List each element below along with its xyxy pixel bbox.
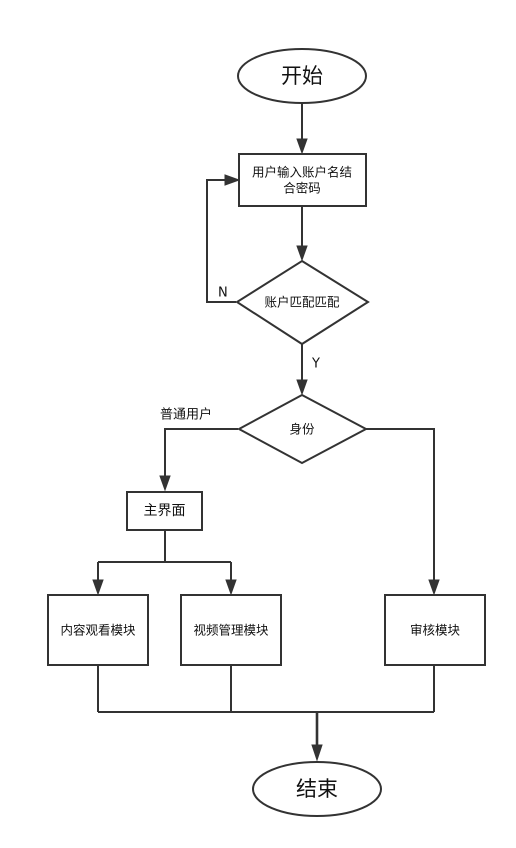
match-decision: 账户匹配匹配 <box>235 259 370 346</box>
input-label-line2: 合密码 <box>283 181 321 196</box>
video-module-label: 视频管理模块 <box>193 623 269 638</box>
content-module-label: 内容观看模块 <box>60 623 136 638</box>
start-node: 开始 <box>237 48 367 104</box>
input-node: 用户输入账户名结 合密码 <box>238 153 367 207</box>
match-label: 账户匹配匹配 <box>264 295 340 310</box>
connectors <box>92 103 440 762</box>
arrowhead-identity <box>296 379 308 396</box>
main-ui-label: 主界面 <box>144 503 186 519</box>
arrowhead-content <box>92 579 104 596</box>
arrowhead-video <box>225 579 237 596</box>
arrowhead-match <box>296 245 308 262</box>
arrowhead-loop <box>224 174 241 186</box>
review-module-label: 审核模块 <box>410 623 461 638</box>
review-module-node: 审核模块 <box>384 594 486 666</box>
edge-label-no: N <box>218 286 228 301</box>
arrowhead-main <box>159 475 171 492</box>
end-label: 结束 <box>296 777 338 801</box>
identity-label: 身份 <box>289 422 315 437</box>
identity-decision: 身份 <box>236 393 369 465</box>
edge-label-yes: Y <box>311 357 320 372</box>
content-module-node: 内容观看模块 <box>47 594 149 666</box>
arrowhead-review <box>428 579 440 596</box>
edge-match-no-loop <box>206 179 236 303</box>
video-module-node: 视频管理模块 <box>180 594 282 666</box>
edge-label-normal-user: 普通用户 <box>160 407 212 423</box>
arrowhead-end <box>311 744 323 762</box>
input-label-line1: 用户输入账户名结 <box>252 165 352 180</box>
edge-identity-to-review <box>366 428 435 581</box>
arrowhead-input <box>296 138 308 155</box>
start-label: 开始 <box>281 64 323 88</box>
main-ui-node: 主界面 <box>126 491 203 531</box>
edge-identity-to-main <box>164 428 238 477</box>
end-node: 结束 <box>252 761 382 817</box>
